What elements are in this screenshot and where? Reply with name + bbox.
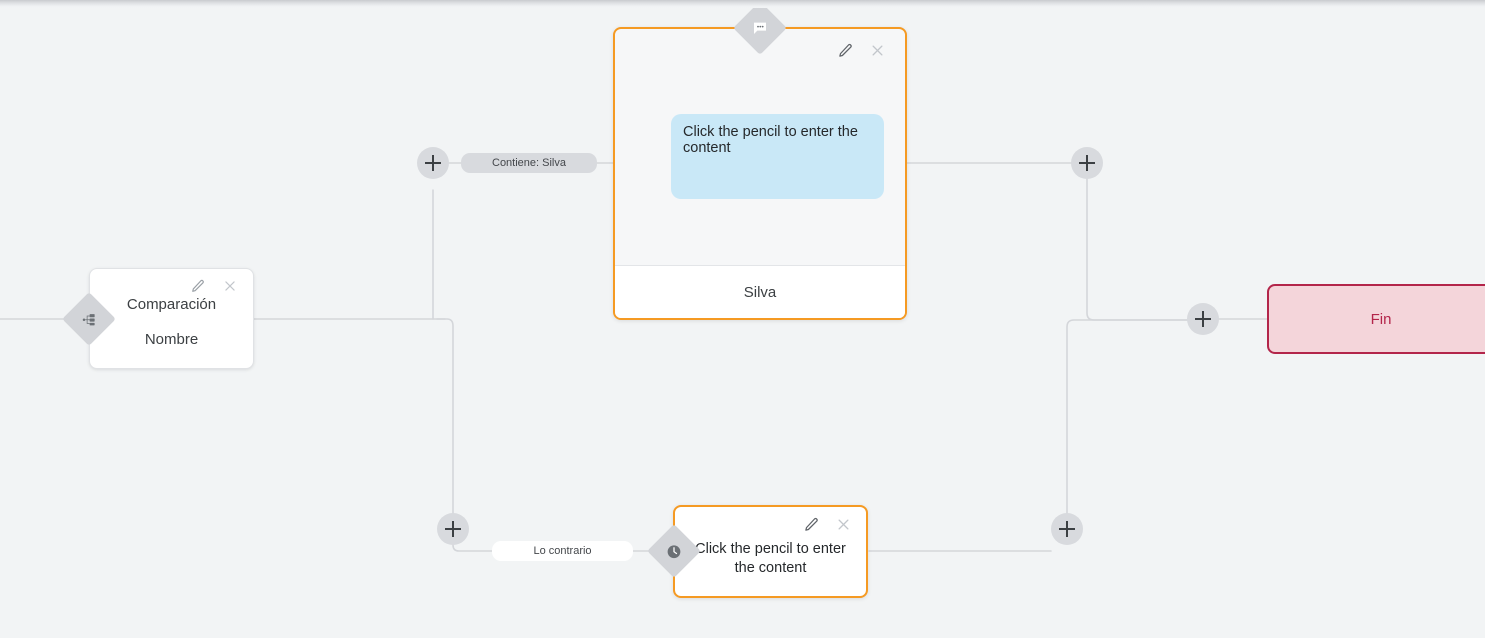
- hierarchy-icon-badge: [62, 292, 116, 346]
- node-message-top-footer: Silva: [615, 265, 905, 318]
- edge-label-false[interactable]: Lo contrario: [492, 541, 633, 561]
- node-message-bottom-text: Click the pencil to enter the content: [695, 540, 846, 576]
- top-edge-shadow: [0, 0, 1485, 8]
- clock-icon: [666, 543, 683, 560]
- message-bubble-icon: [752, 20, 768, 36]
- node-message-top-tools[interactable]: [836, 41, 886, 59]
- add-step-button-bottom-right[interactable]: [1051, 513, 1083, 545]
- node-comparison-subtitle: Nombre: [144, 331, 199, 348]
- pencil-icon[interactable]: [802, 515, 820, 533]
- edge-label-true[interactable]: Contiene: Silva: [461, 153, 597, 173]
- add-step-button-top-right[interactable]: [1071, 147, 1103, 179]
- edge-false-label-left: [452, 544, 494, 552]
- hierarchy-icon: [82, 312, 97, 327]
- message-bubble-top[interactable]: Click the pencil to enter the content: [671, 114, 884, 199]
- add-step-button-false-branch[interactable]: [437, 513, 469, 545]
- node-comparison-title: Comparación: [126, 296, 217, 313]
- node-message-bottom[interactable]: Click the pencil to enter the content: [673, 505, 868, 598]
- close-icon[interactable]: [868, 41, 886, 59]
- add-step-button-true-branch[interactable]: [417, 147, 449, 179]
- close-icon[interactable]: [221, 277, 239, 295]
- edge-bottom-merge: [1066, 319, 1188, 536]
- node-comparison-tools[interactable]: [189, 277, 239, 295]
- message-bubble-icon-badge: [733, 1, 787, 55]
- node-message-top-body: Click the pencil to enter the content Si…: [615, 29, 905, 318]
- node-end[interactable]: Fin: [1267, 284, 1485, 354]
- node-comparison[interactable]: Comparación Nombre: [89, 268, 254, 369]
- edge-branch-false-down: [436, 318, 454, 514]
- node-message-bottom-tools[interactable]: [802, 515, 852, 533]
- node-end-label: Fin: [1370, 310, 1392, 328]
- add-step-button-before-end[interactable]: [1187, 303, 1219, 335]
- clock-icon-badge: [647, 524, 701, 578]
- close-icon[interactable]: [834, 515, 852, 533]
- pencil-icon[interactable]: [189, 277, 207, 295]
- edge-top-merge: [1086, 178, 1188, 321]
- node-message-top[interactable]: Click the pencil to enter the content Si…: [613, 27, 907, 320]
- pencil-icon[interactable]: [836, 41, 854, 59]
